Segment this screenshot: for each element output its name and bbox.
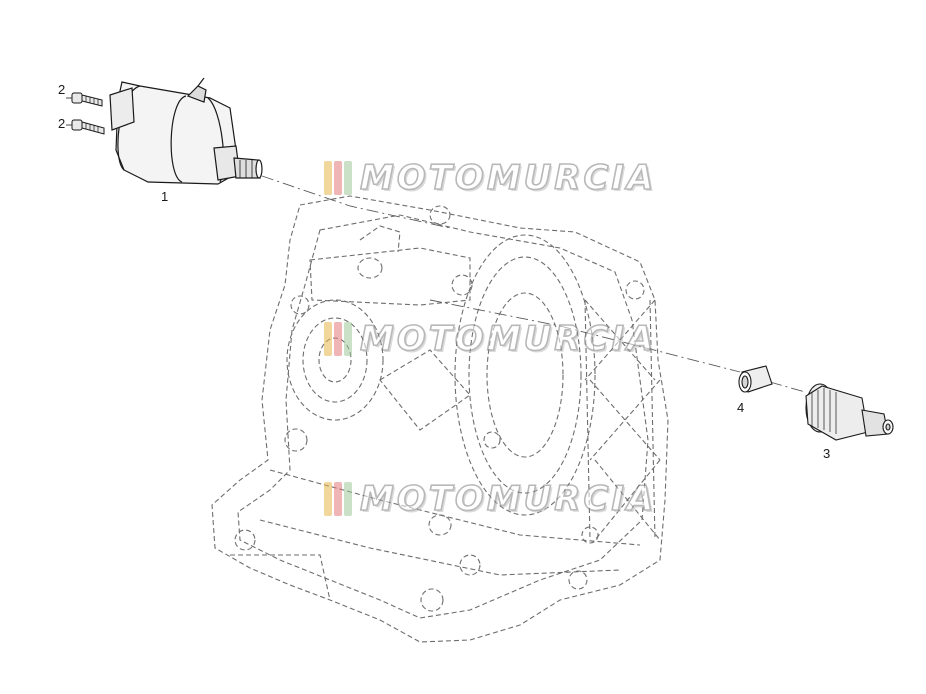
watermark-text: MOTOMURCIA bbox=[359, 157, 657, 199]
watermark-text: MOTOMURCIA bbox=[359, 318, 657, 360]
assembly-axes bbox=[261, 175, 806, 393]
screw-lower bbox=[71, 119, 105, 135]
watermark-text: MOTOMURCIA bbox=[359, 478, 657, 520]
callout-3: 3 bbox=[823, 446, 831, 461]
callout-2-lower: 2 bbox=[58, 116, 66, 131]
callout-1: 1 bbox=[161, 189, 169, 204]
starter-motor bbox=[109, 77, 263, 185]
watermark-logo-top: MOTOMURCIA bbox=[324, 157, 657, 199]
watermark-logo-middle: MOTOMURCIA bbox=[324, 318, 657, 360]
watermark-color-bars bbox=[324, 322, 354, 356]
screw-upper bbox=[71, 92, 103, 107]
leader-lines bbox=[66, 97, 72, 126]
engine-crankcase bbox=[211, 195, 669, 643]
watermark-logo-bottom: MOTOMURCIA bbox=[324, 478, 657, 520]
callout-4: 4 bbox=[737, 400, 745, 415]
watermark-color-bars bbox=[324, 161, 354, 195]
starter-clutch bbox=[805, 383, 894, 441]
watermark-color-bars bbox=[324, 482, 354, 516]
bushing bbox=[738, 365, 773, 393]
callout-2-upper: 2 bbox=[58, 82, 66, 97]
